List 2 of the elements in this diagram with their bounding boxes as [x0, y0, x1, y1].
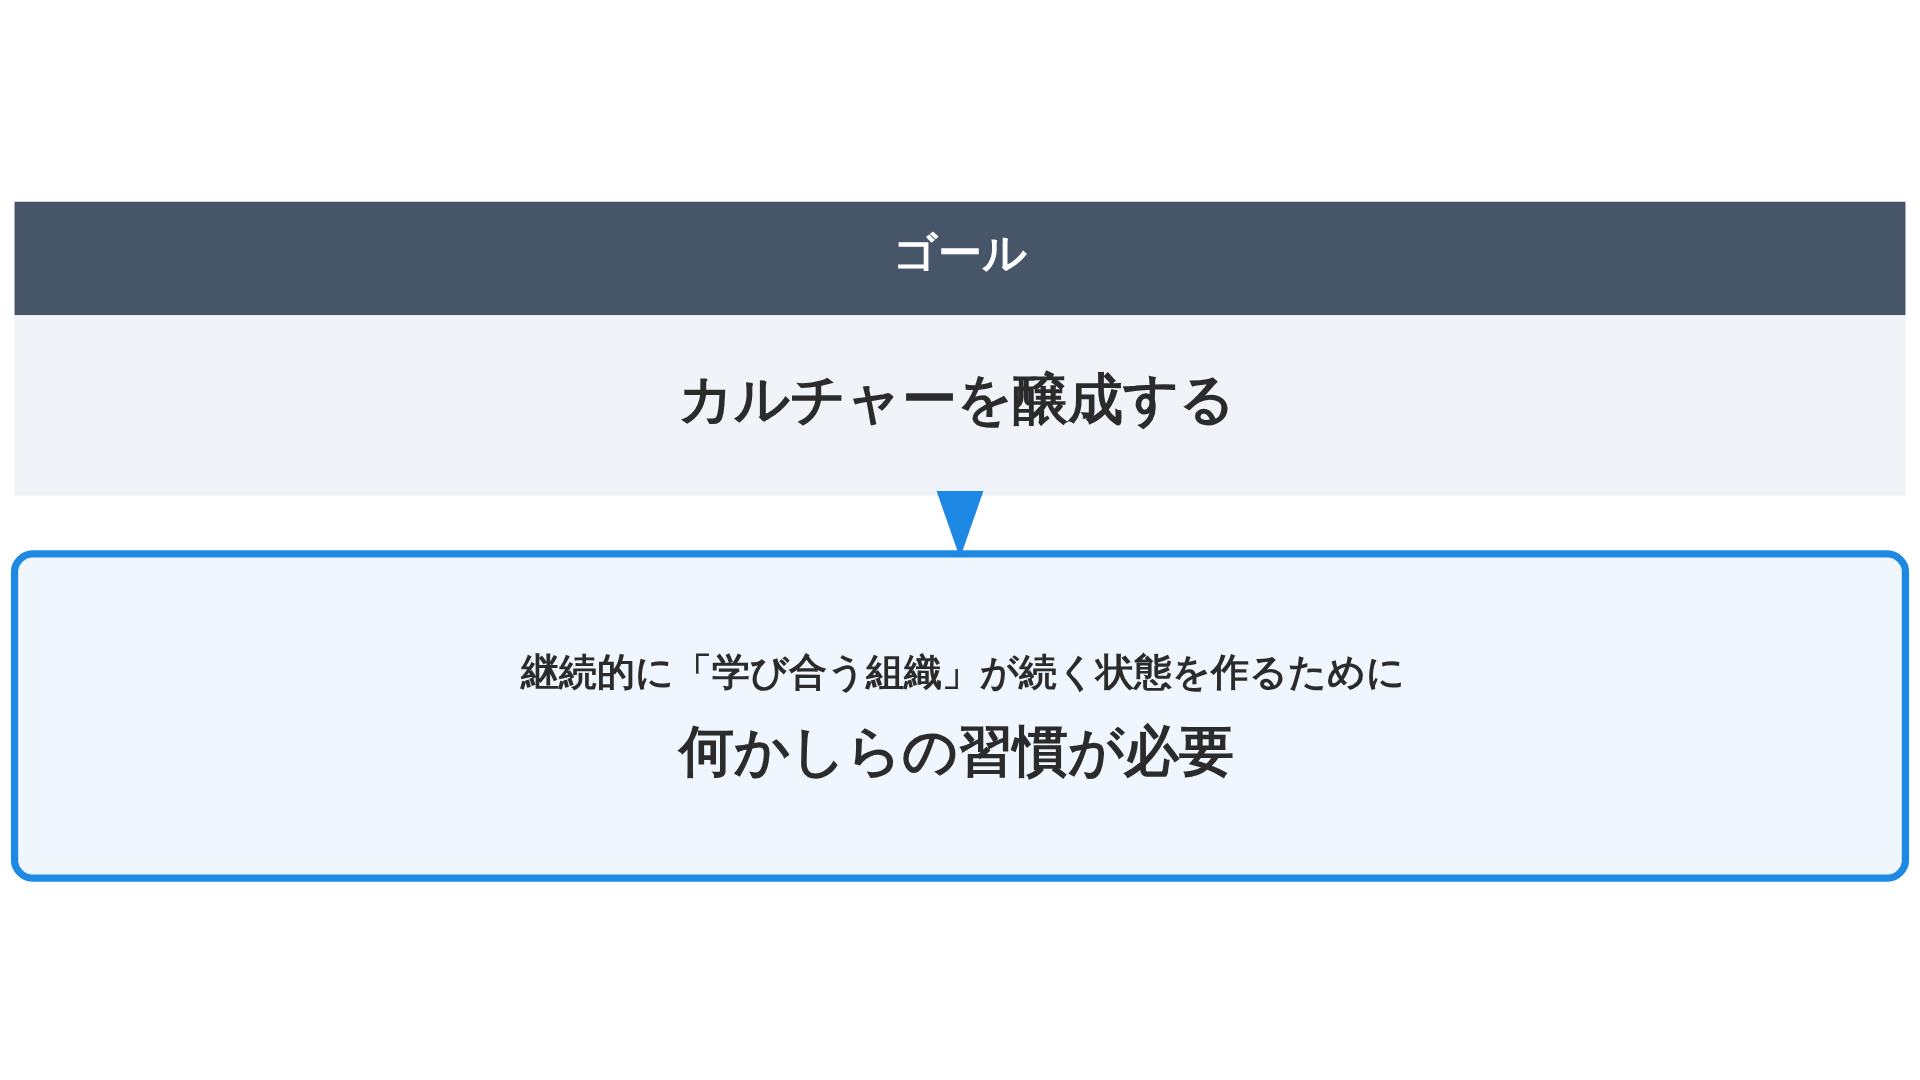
- node-box: 継続的に「学び合う組織」が続く状態を作るために 何かしらの習慣が必要: [10, 550, 1910, 882]
- arrow: [936, 491, 984, 559]
